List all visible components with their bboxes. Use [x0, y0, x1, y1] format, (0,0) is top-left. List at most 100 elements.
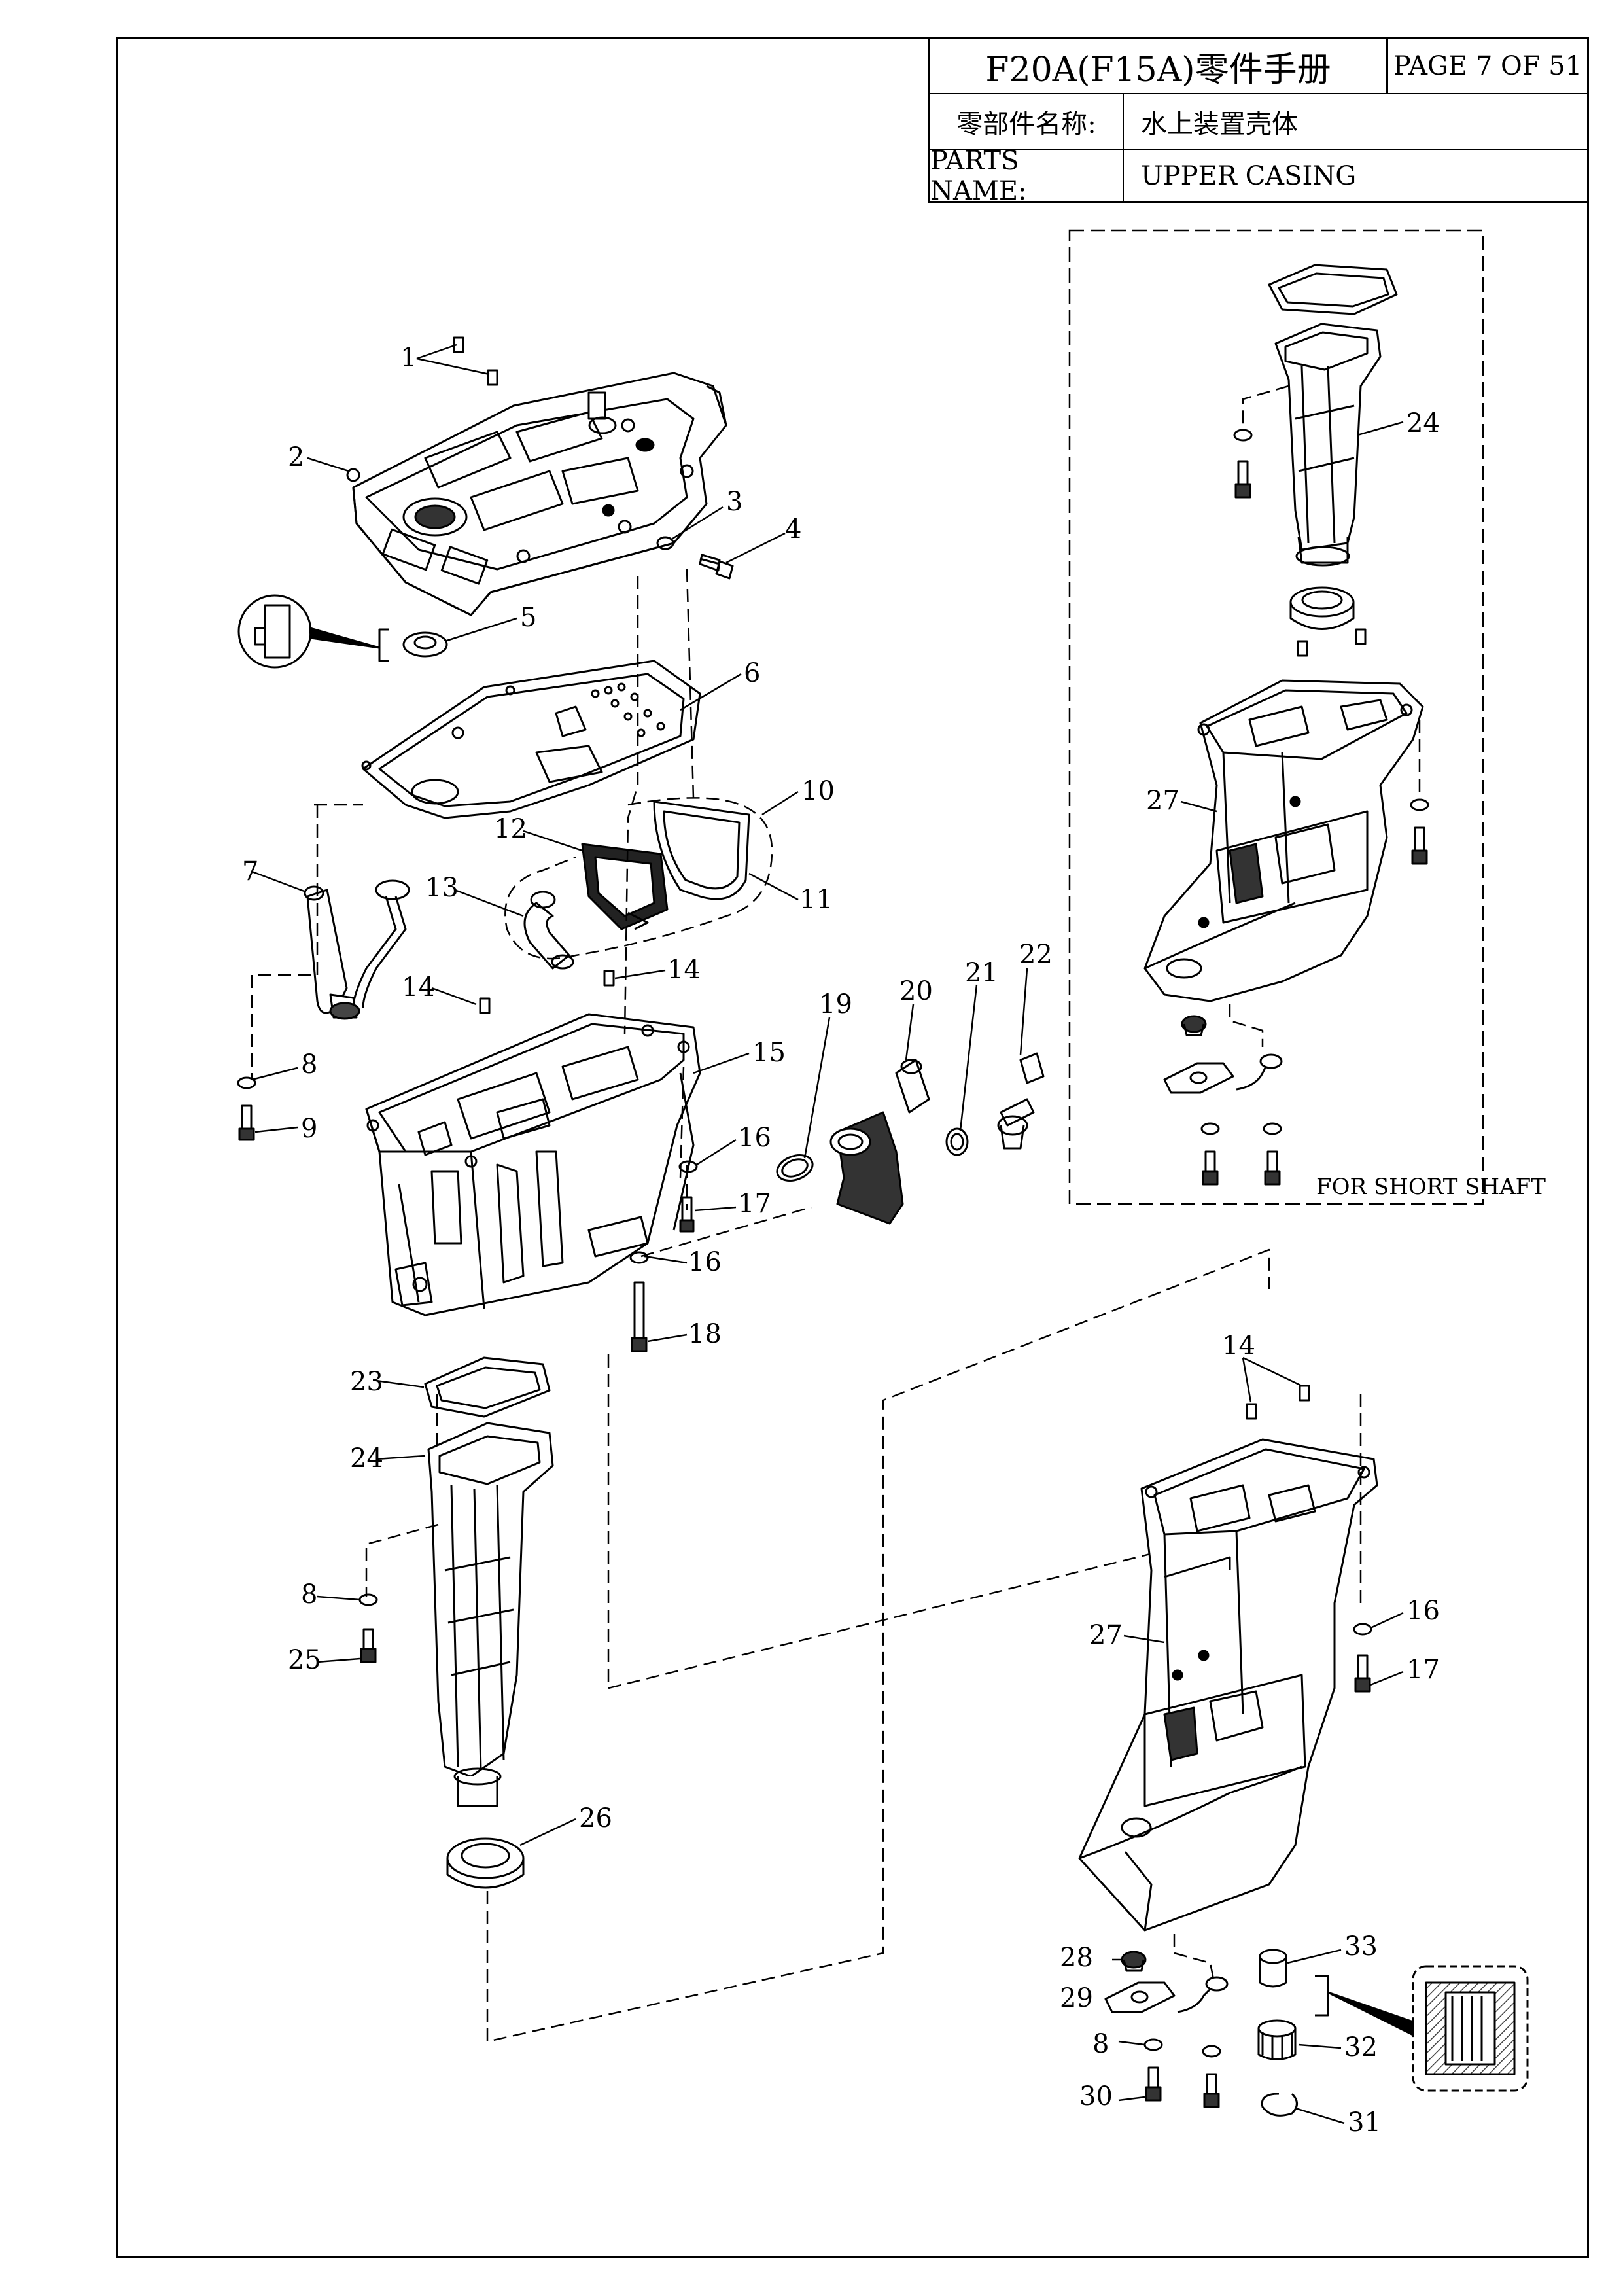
- short-gasket: [1268, 264, 1398, 315]
- callout: 2: [288, 442, 304, 472]
- bolt: [1411, 826, 1428, 865]
- callout: 27: [1089, 1620, 1123, 1650]
- bolt: [699, 554, 734, 580]
- grommet: [1121, 1951, 1147, 1972]
- parts-name-row: PARTS NAME: UPPER CASING: [930, 146, 1587, 206]
- seal-ring: [378, 628, 448, 662]
- bolt: [1354, 1654, 1371, 1693]
- callout: 4: [785, 514, 801, 544]
- needle-bearing: [1257, 2019, 1297, 2060]
- hose-clamp: [776, 1154, 814, 1182]
- washer: [1200, 1122, 1220, 1135]
- callout: 21: [965, 958, 998, 988]
- callout: 14: [402, 972, 435, 1002]
- water-outlet-elbow: [829, 1059, 930, 1225]
- callout: 22: [1019, 940, 1053, 970]
- long-bolt: [631, 1281, 648, 1352]
- callout: 18: [688, 1319, 722, 1349]
- callout: 26: [579, 1803, 612, 1833]
- callout: 19: [819, 989, 852, 1019]
- callout: 33: [1344, 1932, 1378, 1962]
- callout: 3: [726, 487, 742, 517]
- callout: 7: [242, 857, 258, 887]
- parts-name-value: UPPER CASING: [1141, 161, 1357, 191]
- callout: 8: [1092, 2029, 1109, 2059]
- short-shaft-box: [1068, 229, 1484, 1205]
- page-number: PAGE 7 OF 51: [1393, 51, 1582, 81]
- part-name-cn-label: 零部件名称:: [930, 94, 1124, 149]
- exhaust-plate: [653, 800, 750, 900]
- callout: 24: [350, 1443, 383, 1474]
- washer: [1143, 2038, 1163, 2051]
- dowel-pin: [1246, 1385, 1310, 1420]
- washer: [237, 1076, 256, 1089]
- callout-labels: 1 2 3 4 5 6 7 8 9 10 11 12 13 14 14 14 1…: [242, 343, 1440, 2138]
- bush: [1259, 1949, 1287, 1988]
- callout: 29: [1060, 1983, 1093, 2013]
- drain-plug: [997, 1052, 1045, 1150]
- gasket-washer: [945, 1127, 969, 1156]
- exhaust-cover: [581, 843, 669, 930]
- callout: 13: [425, 873, 459, 903]
- callout: 31: [1348, 2108, 1381, 2138]
- bolt: [1202, 1150, 1219, 1186]
- title-row: F20A(F15A)零件手册 PAGE 7 OF 51: [930, 39, 1587, 94]
- title-block: F20A(F15A)零件手册 PAGE 7 OF 51 零部件名称: 水上装置壳…: [928, 37, 1589, 206]
- callout: 23: [350, 1367, 383, 1397]
- water-pipe-bracket: [304, 879, 410, 1020]
- parts-name-label: PARTS NAME:: [930, 146, 1124, 206]
- lower-casing-short: [1143, 679, 1424, 1002]
- bolt: [679, 1196, 695, 1233]
- seal-detail-inset: [237, 594, 381, 669]
- circlip: [1261, 2093, 1298, 2117]
- callout: 8: [301, 1580, 317, 1610]
- part-name-cn-value: 水上装置壳体: [1141, 109, 1298, 139]
- washer: [1263, 1122, 1282, 1135]
- washer: [1202, 2045, 1221, 2058]
- drive-shaft-housing: [427, 1422, 554, 1807]
- callout: 8: [301, 1050, 317, 1080]
- callout: 14: [1222, 1331, 1255, 1361]
- dowel-pin: [453, 336, 498, 386]
- water-hose: [523, 891, 574, 970]
- dowel-pin: [1297, 628, 1367, 657]
- manual-title: F20A(F15A)零件手册: [930, 39, 1388, 93]
- washer: [678, 1160, 698, 1173]
- dowel-pin: [479, 970, 615, 1014]
- callout: 32: [1344, 2032, 1378, 2062]
- ground-wire: [1236, 1053, 1283, 1091]
- callout: 5: [520, 603, 536, 633]
- callout: 25: [288, 1645, 321, 1675]
- bearing-detail-inset: [1412, 1965, 1529, 2092]
- bolt: [1145, 2066, 1162, 2102]
- callout: 30: [1079, 2081, 1113, 2111]
- callout: 6: [744, 658, 760, 688]
- callout: 17: [1406, 1655, 1440, 1685]
- short-seal: [1289, 586, 1355, 630]
- callout: 16: [1406, 1596, 1440, 1626]
- bolt: [238, 1104, 255, 1141]
- callout: 24: [1406, 408, 1440, 438]
- washer: [1353, 1623, 1372, 1636]
- callout: 14: [667, 955, 701, 985]
- washer: [358, 1593, 378, 1606]
- anode-plate: [1104, 1981, 1176, 2013]
- bolt: [360, 1628, 377, 1663]
- drive-housing-gasket: [424, 1356, 551, 1418]
- page-border: [116, 37, 1589, 2258]
- washer: [629, 1251, 649, 1264]
- callout: 15: [752, 1038, 786, 1068]
- callout: 16: [688, 1247, 722, 1277]
- callout: 28: [1060, 1943, 1093, 1973]
- washer: [1410, 798, 1429, 811]
- callout: 20: [899, 976, 933, 1006]
- callout: 9: [301, 1114, 317, 1144]
- bolt: [1203, 2073, 1220, 2108]
- short-shaft-note: FOR SHORT SHAFT: [1316, 1174, 1546, 1200]
- upper-casing-body: [365, 1013, 701, 1316]
- ground-wire: [1177, 1976, 1229, 2013]
- callout: 1: [400, 343, 417, 373]
- leader-lines: [251, 344, 1404, 2125]
- bolt: [1264, 1150, 1281, 1186]
